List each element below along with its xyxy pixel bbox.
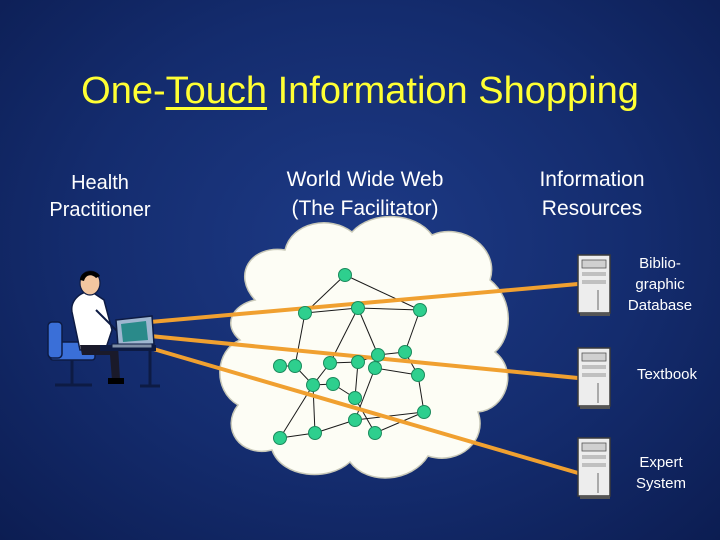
server-icon-expert-system [577, 437, 611, 499]
textbook-label: Textbook [636, 366, 698, 383]
health-practitioner-label: Health Practitioner [49, 172, 151, 221]
person-at-computer-icon [47, 270, 160, 388]
information-resources-label: Information Resources [539, 168, 645, 220]
expert-system-label: Expert System [635, 454, 686, 492]
network-nodes [273, 268, 431, 445]
title-underlined-word: Touch [165, 70, 268, 112]
server-icon-textbook [577, 347, 611, 409]
server-icon-database [577, 254, 611, 316]
slide-title: One-Touch Information Shopping [81, 70, 639, 112]
connection-to-database [148, 282, 580, 324]
connection-lines [148, 282, 580, 475]
bibliographic-database-label: Biblio- graphic Database [627, 255, 693, 314]
connection-to-textbook [148, 334, 580, 380]
cloud-icon [219, 215, 509, 479]
connection-to-expert-system [148, 346, 580, 475]
world-wide-web-label: World Wide Web (The Facilitator) [286, 168, 444, 220]
